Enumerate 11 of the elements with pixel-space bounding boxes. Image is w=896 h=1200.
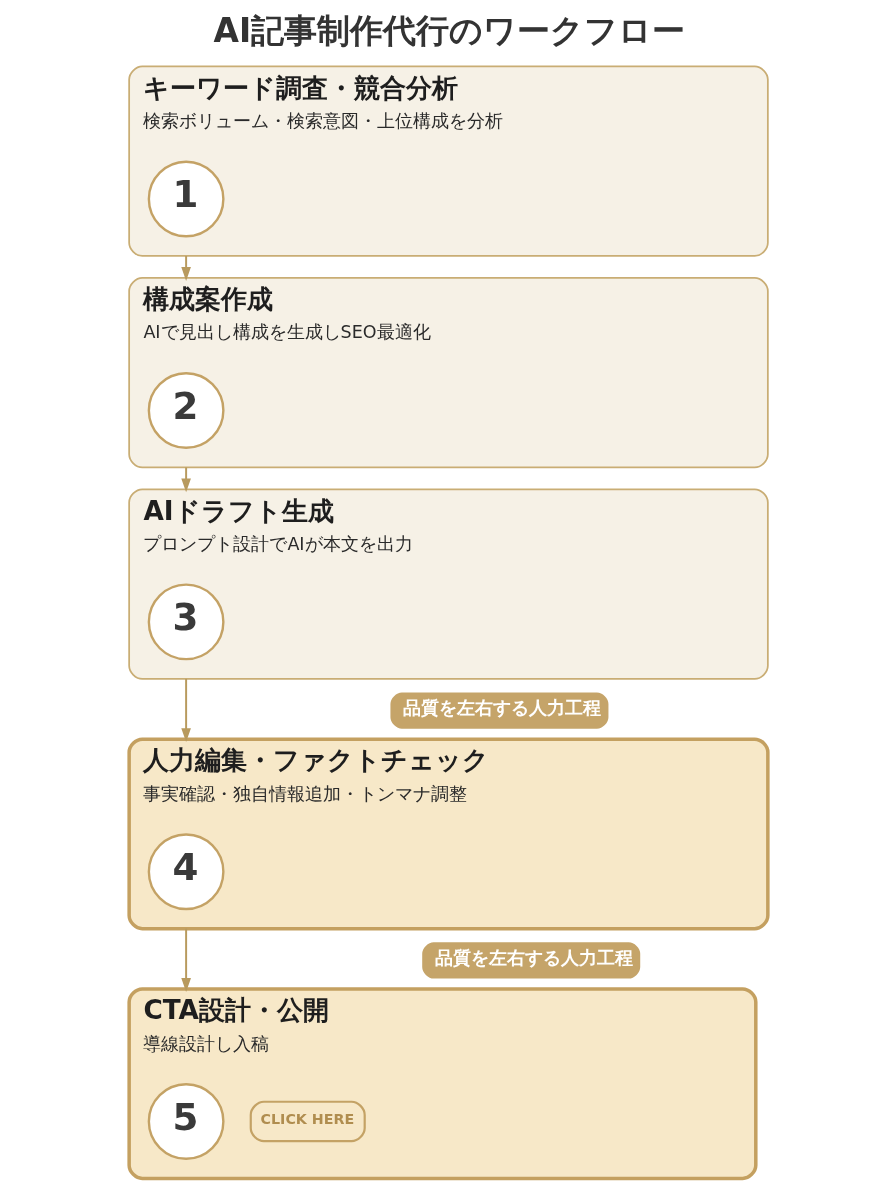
arrow <box>180 466 191 493</box>
arrow <box>180 255 191 281</box>
arrow <box>180 677 191 743</box>
node-box: CLICK HERE <box>249 1100 366 1143</box>
arrow <box>180 927 191 992</box>
node-circle: 5 <box>147 1083 225 1160</box>
node-circle: 1 <box>147 160 225 238</box>
node-circle: 3 <box>147 583 225 661</box>
node-circle: 4 <box>147 833 225 911</box>
node-circle: 2 <box>147 372 225 449</box>
diagram-title: AI記事制作代行のワークフロー <box>213 11 685 51</box>
